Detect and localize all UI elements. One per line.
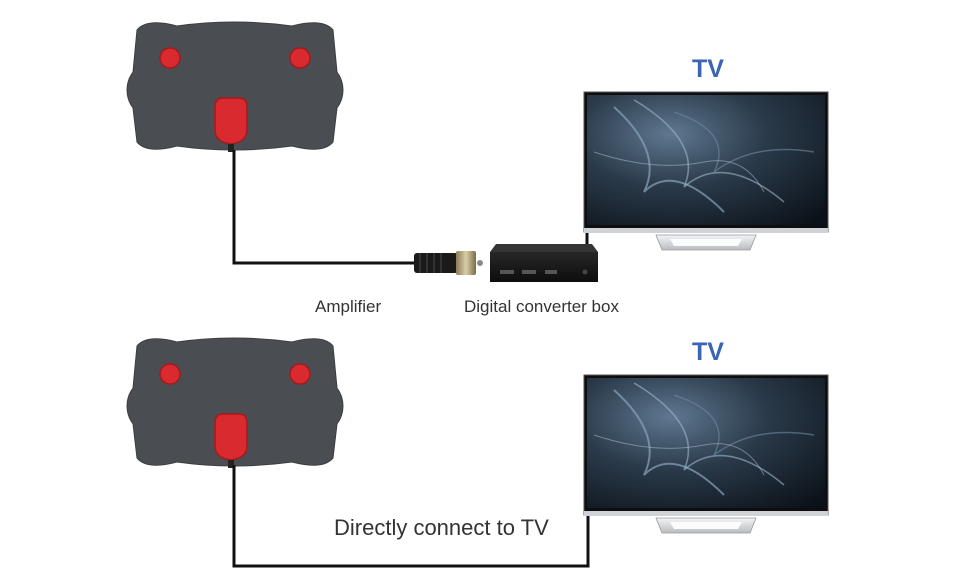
bottom-tv-title: TV: [692, 338, 724, 366]
top-tv: [583, 91, 829, 251]
direct-connect-label: Directly connect to TV: [334, 515, 549, 540]
amplifier-label: Amplifier: [315, 297, 382, 316]
converter-box-label: Digital converter box: [464, 297, 619, 316]
amplifier-connector: [414, 251, 483, 275]
bottom-cable: [232, 465, 590, 568]
top-antenna: [126, 21, 344, 153]
bottom-tv: [583, 374, 829, 534]
converter-box: [490, 244, 598, 282]
bottom-antenna: [126, 337, 344, 469]
top-tv-title: TV: [692, 55, 724, 83]
top-cable: [232, 150, 414, 265]
